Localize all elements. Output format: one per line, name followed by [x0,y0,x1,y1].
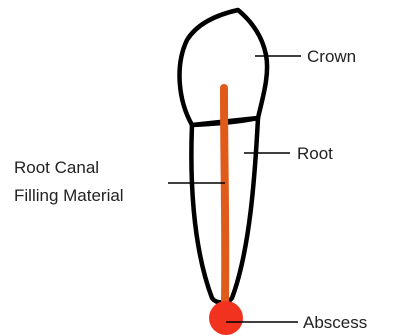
abscess-circle [209,301,243,335]
root-label: Root [297,144,333,163]
filling-label-line1: Root Canal [14,158,99,177]
filling-label-line2: Filling Material [14,186,124,205]
crown-label: Crown [307,47,356,66]
abscess-label: Abscess [303,313,367,332]
root-canal-filling [224,88,225,302]
